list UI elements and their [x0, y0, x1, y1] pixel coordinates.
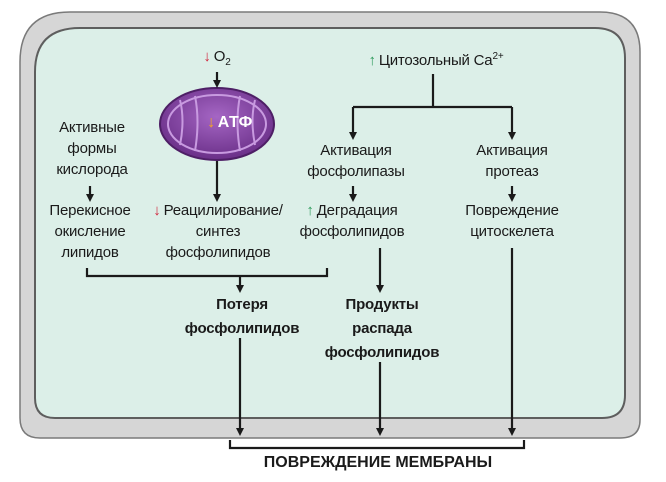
increase-arrow-icon: ↑ [369, 50, 376, 71]
breakdown-products-node: Продукты распада фосфолипидов [325, 293, 440, 365]
damage-bracket [230, 440, 524, 448]
cytoskeleton-damage-node: Повреждение цитоскелета [465, 200, 559, 242]
degradation-node: ↑Деградация фосфолипидов [300, 200, 405, 242]
phospholipase-activation-node: Активация фосфолипазы [307, 140, 404, 182]
calcium-node: ↑Цитозольный Ca2+ [369, 46, 504, 71]
ros-node: Активные формы кислорода [56, 117, 127, 180]
atp-label: ↓АТФ [190, 114, 270, 132]
o2-node: ↓O2 [203, 46, 230, 73]
phospholipid-loss-node: Потеря фосфолипидов [185, 293, 300, 341]
membrane-damage-node: ПОВРЕЖДЕНИЕ МЕМБРАНЫ [264, 452, 492, 473]
protease-activation-node: Активация протеаз [476, 140, 547, 182]
decrease-arrow-icon: ↓ [153, 200, 160, 221]
peroxidation-node: Перекисное окисление липидов [49, 200, 130, 263]
increase-arrow-icon: ↑ [306, 200, 313, 221]
reacylation-node: ↓Реацилирование/ синтез фосфолипидов [153, 200, 282, 263]
atp-decrease-arrow-icon: ↓ [207, 114, 216, 131]
decrease-arrow-icon: ↓ [203, 46, 210, 67]
